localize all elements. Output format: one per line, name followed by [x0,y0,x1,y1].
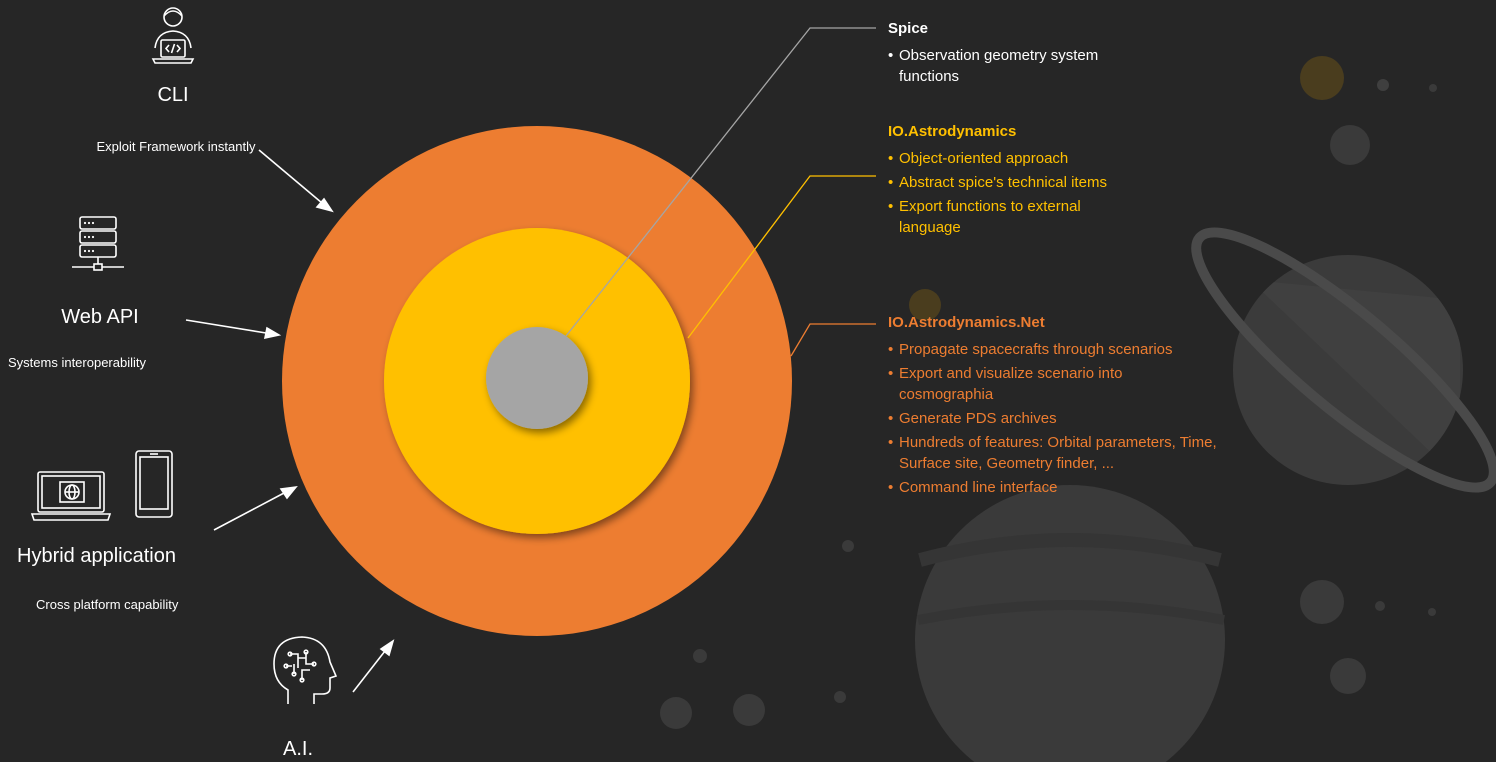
cli-note: Exploit Framework instantly [96,136,256,158]
dot [693,649,707,663]
callout-line-spice [565,27,876,337]
section-item: Observation geometry system functions [888,45,1114,87]
section-io-astrodynamics-net-list: Propagate spacecrafts through scenarios … [888,339,1268,498]
dot [660,697,692,729]
arrow-web-api [185,319,267,334]
section-spice-title: Spice [888,20,929,37]
arrow-hybrid [213,492,285,531]
web-api-note: Systems interoperability [8,355,146,370]
hybrid-note: Cross platform capability [36,597,179,612]
arrowhead-cli [315,197,334,213]
cli-note-text: Exploit Framework instantly [96,139,256,154]
dot [1377,79,1389,91]
arrow-cli [258,149,323,204]
ai-brain-head-icon [273,636,338,704]
hybrid-label: Hybrid application [17,545,176,567]
section-item: Hundreds of features: Orbital parameters… [888,432,1259,474]
cli-label: CLI [157,84,189,106]
arrow-ai [352,650,386,693]
dot [1330,658,1366,694]
callout-line-io-astrodynamics-net [790,323,876,357]
dot [834,691,846,703]
section-item: Generate PDS archives [888,408,1259,429]
smartphone-icon [135,450,173,518]
saturn-ring [1191,227,1496,493]
dot [909,289,941,321]
dot [1300,56,1344,100]
section-io-astrodynamics: IO.Astrodynamics Object-oriented approac… [888,121,1148,241]
callout-line-io-astrodynamics [687,175,876,339]
planet-large [915,485,1225,762]
section-io-astrodynamics-title: IO.Astrodynamics [888,123,1017,140]
section-item: Export and visualize scenario into cosmo… [888,363,1219,405]
dot [733,694,765,726]
section-io-astrodynamics-net: IO.Astrodynamics.Net Propagate spacecraf… [888,312,1268,501]
dot [1330,125,1370,165]
arrowhead-web-api [263,326,282,340]
dot [1375,601,1385,611]
section-item: Command line interface [888,477,1259,498]
core-spice [486,327,588,429]
section-item: Abstract spice's technical items [888,172,1114,193]
arrowhead-ai [379,639,395,657]
server-network-icon [72,216,124,271]
section-item: Object-oriented approach [888,148,1119,169]
dot [1300,580,1344,624]
developer-laptop-icon [151,7,195,64]
section-io-astrodynamics-net-title: IO.Astrodynamics.Net [888,314,1045,331]
ai-label: A.I. [282,738,313,760]
section-io-astrodynamics-list: Object-oriented approach Abstract spice'… [888,148,1148,238]
section-item: Propagate spacecrafts through scenarios [888,339,1269,360]
web-api-label: Web API [61,306,139,328]
section-spice-list: Observation geometry system functions [888,45,1148,87]
laptop-globe-icon [30,471,112,521]
dot [842,540,854,552]
arrowhead-hybrid [279,485,298,500]
section-spice: Spice Observation geometry system functi… [888,18,1148,90]
dot [1429,84,1437,92]
dot [1428,608,1436,616]
section-item: Export functions to external language [888,196,1089,238]
